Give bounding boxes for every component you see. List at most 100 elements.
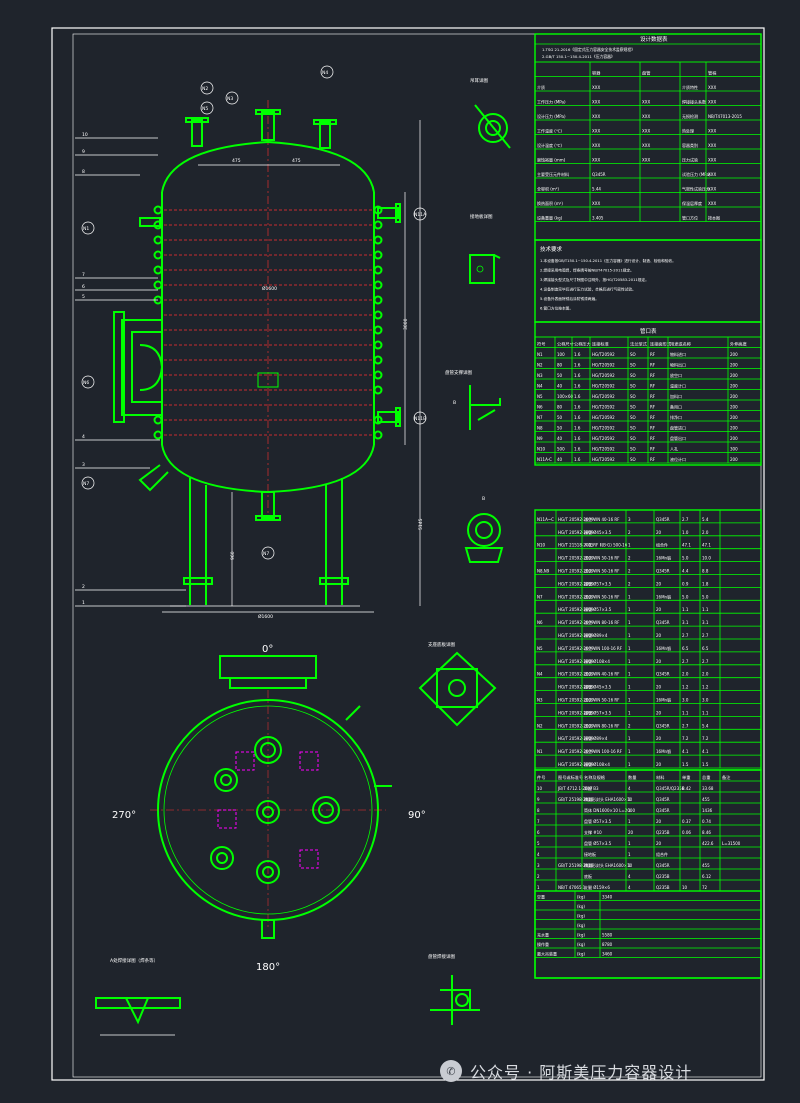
nozzle-table-cell: N1 bbox=[537, 352, 543, 357]
plan-view: 0° 90° 180° 270° bbox=[112, 644, 426, 973]
detail-coil-support: 盘管支撑详图 B bbox=[445, 369, 501, 430]
nozzle-table-header-cell: 连接面形式 bbox=[650, 341, 672, 348]
design-table-cell: 容器类别 bbox=[682, 142, 698, 148]
nozzle-table-cell: RF bbox=[650, 352, 656, 357]
nozzle-table-cell: 放空口 bbox=[670, 372, 682, 378]
bom-table-cell: 20 bbox=[656, 841, 662, 846]
parts-table-cell: 6.5 bbox=[702, 646, 709, 651]
parts-table-cell: HG/T 20592-2009 bbox=[558, 530, 594, 535]
design-table-cell: 3.405 bbox=[592, 216, 604, 221]
svg-text:N2: N2 bbox=[202, 86, 208, 92]
bom-table-cell: 9 bbox=[537, 797, 540, 802]
bom-table-cell: 盘管 Ø57×3.5 bbox=[584, 840, 612, 846]
nozzle-table-cell: HG/T20592 bbox=[592, 436, 615, 441]
nozzle-table-cell: SO bbox=[630, 405, 636, 410]
nozzle-table-cell: 200 bbox=[730, 384, 738, 389]
bom-table-cell: NB/T 47065.1 bbox=[558, 885, 586, 890]
design-table-cell: 工作温度 (℃) bbox=[537, 128, 562, 134]
bom-table-cell: 10 bbox=[537, 786, 543, 791]
angle-180: 180° bbox=[256, 962, 280, 973]
svg-text:6: 6 bbox=[82, 284, 85, 290]
parts-table-cell: 接管 Ø57×3.5 bbox=[584, 580, 612, 586]
parts-table-cell: 1 bbox=[628, 646, 631, 651]
nozzle-table-cell: 200 bbox=[730, 436, 738, 441]
design-table-cell: 设备重量 (kg) bbox=[537, 215, 563, 221]
parts-table-cell: 3.1 bbox=[682, 620, 689, 625]
nozzle-table-cell: SO bbox=[630, 447, 636, 452]
nozzle-table-cell: 50 bbox=[557, 373, 563, 378]
nozzle-table-cell: RF bbox=[650, 447, 656, 452]
parts-table-cell: 3.0 bbox=[682, 698, 689, 703]
nozzle-table-cell: 1.6 bbox=[574, 363, 581, 368]
parts-table-cell: 4.1 bbox=[702, 749, 709, 754]
design-table-cell: 焊接接头系数 bbox=[682, 99, 706, 105]
parts-table-cell: 7.2 bbox=[682, 736, 689, 741]
svg-text:10: 10 bbox=[82, 132, 88, 138]
nozzle-table-header-cell: 用途或名称 bbox=[670, 341, 691, 348]
nozzle-table-cell: 100×60 bbox=[557, 394, 574, 399]
parts-table-cell: 1.5 bbox=[702, 762, 709, 767]
parts-table-cell: 20 bbox=[656, 685, 662, 690]
bom-table-cell: Q345R/Q235B bbox=[656, 786, 685, 791]
design-table-cell: 试验压力 (MPa) bbox=[682, 171, 711, 177]
bom-table-header-cell: 件号 bbox=[537, 774, 545, 781]
weight-table-cell: 充水重 bbox=[537, 932, 549, 938]
parts-table-cell: HG/T 20592-2009 bbox=[558, 569, 594, 574]
weight-table-cell: 8780 bbox=[602, 942, 613, 947]
parts-table-cell: N1 bbox=[537, 749, 543, 754]
nozzle-table-cell: SO bbox=[630, 384, 636, 389]
parts-table-cell: 1 bbox=[628, 672, 631, 677]
bom-table-cell: 8.46 bbox=[702, 830, 711, 835]
bom-table-header-cell: 数量 bbox=[628, 774, 636, 781]
parts-table-cell: 1.1 bbox=[682, 710, 689, 715]
nozzle-table-cell: RF bbox=[650, 363, 656, 368]
tech-item: 2.焊接采用电弧焊，焊条牌号按NB/T47015-2011规定。 bbox=[540, 268, 634, 273]
bom-table-cell: 1 bbox=[537, 885, 540, 890]
bom-table-cell: Q235B bbox=[656, 874, 670, 879]
parts-table-cell: HG/T 21518-2005 bbox=[558, 543, 594, 548]
parts-table-cell: 8.8 bbox=[702, 569, 709, 574]
parts-table-cell: 2.7 bbox=[682, 633, 689, 638]
item-numbers: 10 9 8 7 6 5 4 3 2 1 bbox=[82, 132, 88, 606]
nozzle-table-cell: HG/T20592 bbox=[592, 426, 615, 431]
bom-table-cell: 10 bbox=[682, 885, 688, 890]
design-table-cell: 工作压力 (MPa) bbox=[537, 99, 566, 105]
parts-table-cell: 接管 Ø57×3.5 bbox=[584, 709, 612, 715]
design-table-cell: XXX bbox=[642, 143, 650, 148]
svg-text:支座底板详图: 支座底板详图 bbox=[428, 641, 455, 648]
nozzle-table-cell: 盘管进口 bbox=[670, 425, 686, 431]
plan-nozzles bbox=[210, 736, 340, 884]
bom-table-cell: 6 bbox=[537, 830, 540, 835]
parts-table-cell: 1.1 bbox=[702, 607, 709, 612]
svg-text:7: 7 bbox=[82, 272, 85, 278]
parts-table-cell: 10.0 bbox=[702, 556, 711, 561]
bom-table-cell: 4 bbox=[628, 874, 631, 879]
svg-text:N3: N3 bbox=[227, 96, 233, 102]
design-table-cell: 热处理 bbox=[682, 128, 694, 134]
parts-table-cell: 1.1 bbox=[682, 607, 689, 612]
parts-table-cell: 3 bbox=[628, 517, 631, 522]
nozzle-table-cell: 液位计口 bbox=[670, 456, 686, 462]
parts-table-cell: 2.7 bbox=[702, 659, 709, 664]
svg-text:N11A: N11A bbox=[414, 212, 427, 218]
nozzle-table-cell: 1.6 bbox=[574, 426, 581, 431]
nozzle-table-cell: 1.6 bbox=[574, 436, 581, 441]
bom-table-cell: 6.12 bbox=[702, 874, 711, 879]
bom-table-cell: 5 bbox=[537, 841, 540, 846]
parts-table-cell: 1 bbox=[628, 698, 631, 703]
nozzle-table-cell: 人孔 bbox=[670, 446, 678, 452]
top-nozzles bbox=[185, 109, 337, 149]
nozzle-table-header-cell: 公称压力 bbox=[574, 341, 591, 348]
design-table-cell: XXX bbox=[592, 143, 600, 148]
svg-text:接地板详图: 接地板详图 bbox=[470, 213, 493, 220]
nozzle-table-cell: HG/T20592 bbox=[592, 394, 615, 399]
nozzle-table-cell: 80 bbox=[557, 363, 563, 368]
bom-table-cell: 422.6 bbox=[702, 841, 714, 846]
parts-table-cell: 1 bbox=[628, 749, 631, 754]
nozzle-table-cell: 1.6 bbox=[574, 447, 581, 452]
svg-text:N4: N4 bbox=[322, 70, 328, 76]
parts-table-cell: 5.4 bbox=[702, 517, 709, 522]
bom-table-cell: 1 bbox=[628, 841, 631, 846]
parts-table-cell: 20 bbox=[656, 607, 662, 612]
